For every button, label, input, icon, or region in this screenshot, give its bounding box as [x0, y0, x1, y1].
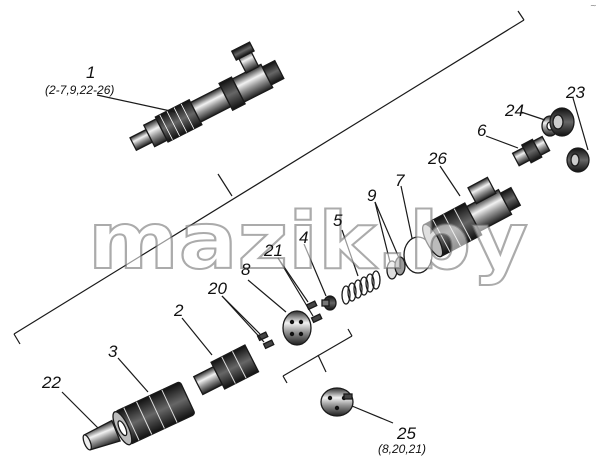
- label-part-4: 4: [299, 228, 308, 247]
- label-part-26: 26: [427, 149, 447, 168]
- label-part-25: 25: [396, 424, 416, 443]
- label-part-1-contents: (2-7,9,22-26): [45, 83, 114, 97]
- label-part-25-contents: (8,20,21): [378, 442, 426, 456]
- label-part-21: 21: [263, 241, 283, 260]
- part-1-injector-assembly: [129, 41, 285, 152]
- part-4-spring-seat: [321, 295, 337, 311]
- part-9-shims: [386, 256, 406, 280]
- label-part-8: 8: [241, 260, 251, 279]
- label-part-6: 6: [477, 121, 487, 140]
- label-part-22: 22: [41, 373, 61, 392]
- label-part-20: 20: [207, 279, 227, 298]
- part-6-fitting: [511, 135, 551, 167]
- label-part-9: 9: [367, 186, 377, 205]
- label-part-5: 5: [333, 211, 343, 230]
- label-part-1: 1: [86, 63, 95, 82]
- part-26-injector-body: [421, 176, 522, 258]
- corner-mark: ~: [590, 1, 597, 10]
- leader-lines: [61, 94, 589, 429]
- part-5-spring: [341, 270, 381, 305]
- subassembly-bracket-25: [282, 328, 353, 384]
- label-part-7: 7: [395, 171, 405, 190]
- part-3-nozzle-nut: [112, 381, 195, 446]
- part-20-pins: [256, 331, 275, 350]
- part-7-seal-ring: [403, 236, 433, 274]
- label-part-23: 23: [565, 83, 585, 102]
- part-23-cap-nut-bottom: [566, 147, 590, 173]
- label-part-2: 2: [173, 301, 184, 320]
- assembly-bracket: [13, 10, 525, 345]
- part-25-spacer-assembly: [320, 387, 354, 417]
- watermark-mazik: mazik.by: [88, 197, 528, 287]
- label-part-3: 3: [108, 342, 118, 361]
- part-22-nozzle: [82, 419, 121, 451]
- part-8-spacer: [282, 310, 312, 346]
- label-part-24: 24: [504, 101, 524, 120]
- part-2-nozzle-body: [192, 344, 260, 396]
- part-23-cap-nut-top: [549, 107, 575, 137]
